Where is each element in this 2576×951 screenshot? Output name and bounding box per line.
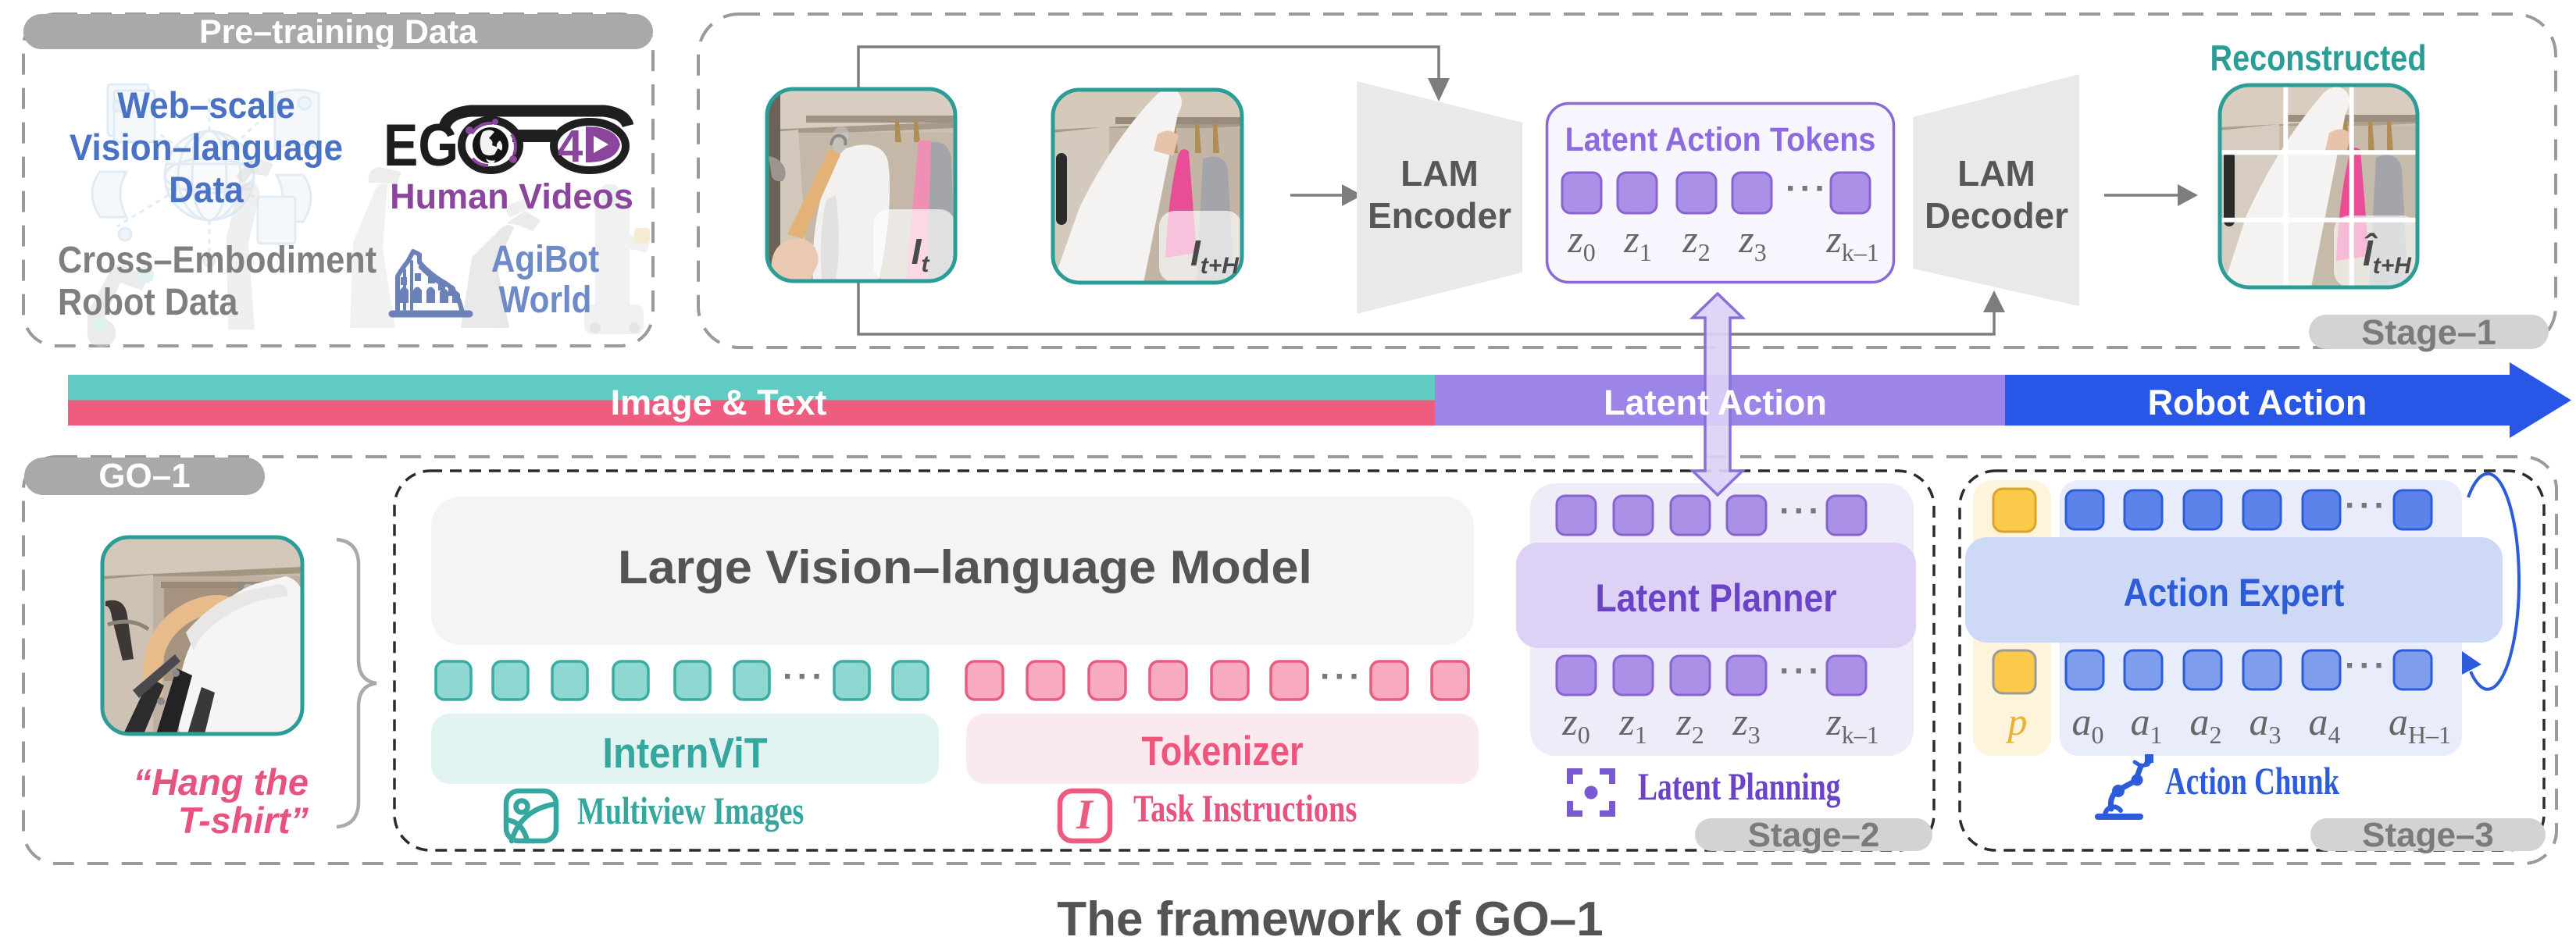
svg-text:4: 4 (558, 121, 583, 172)
svg-text:I: I (1076, 791, 1094, 838)
